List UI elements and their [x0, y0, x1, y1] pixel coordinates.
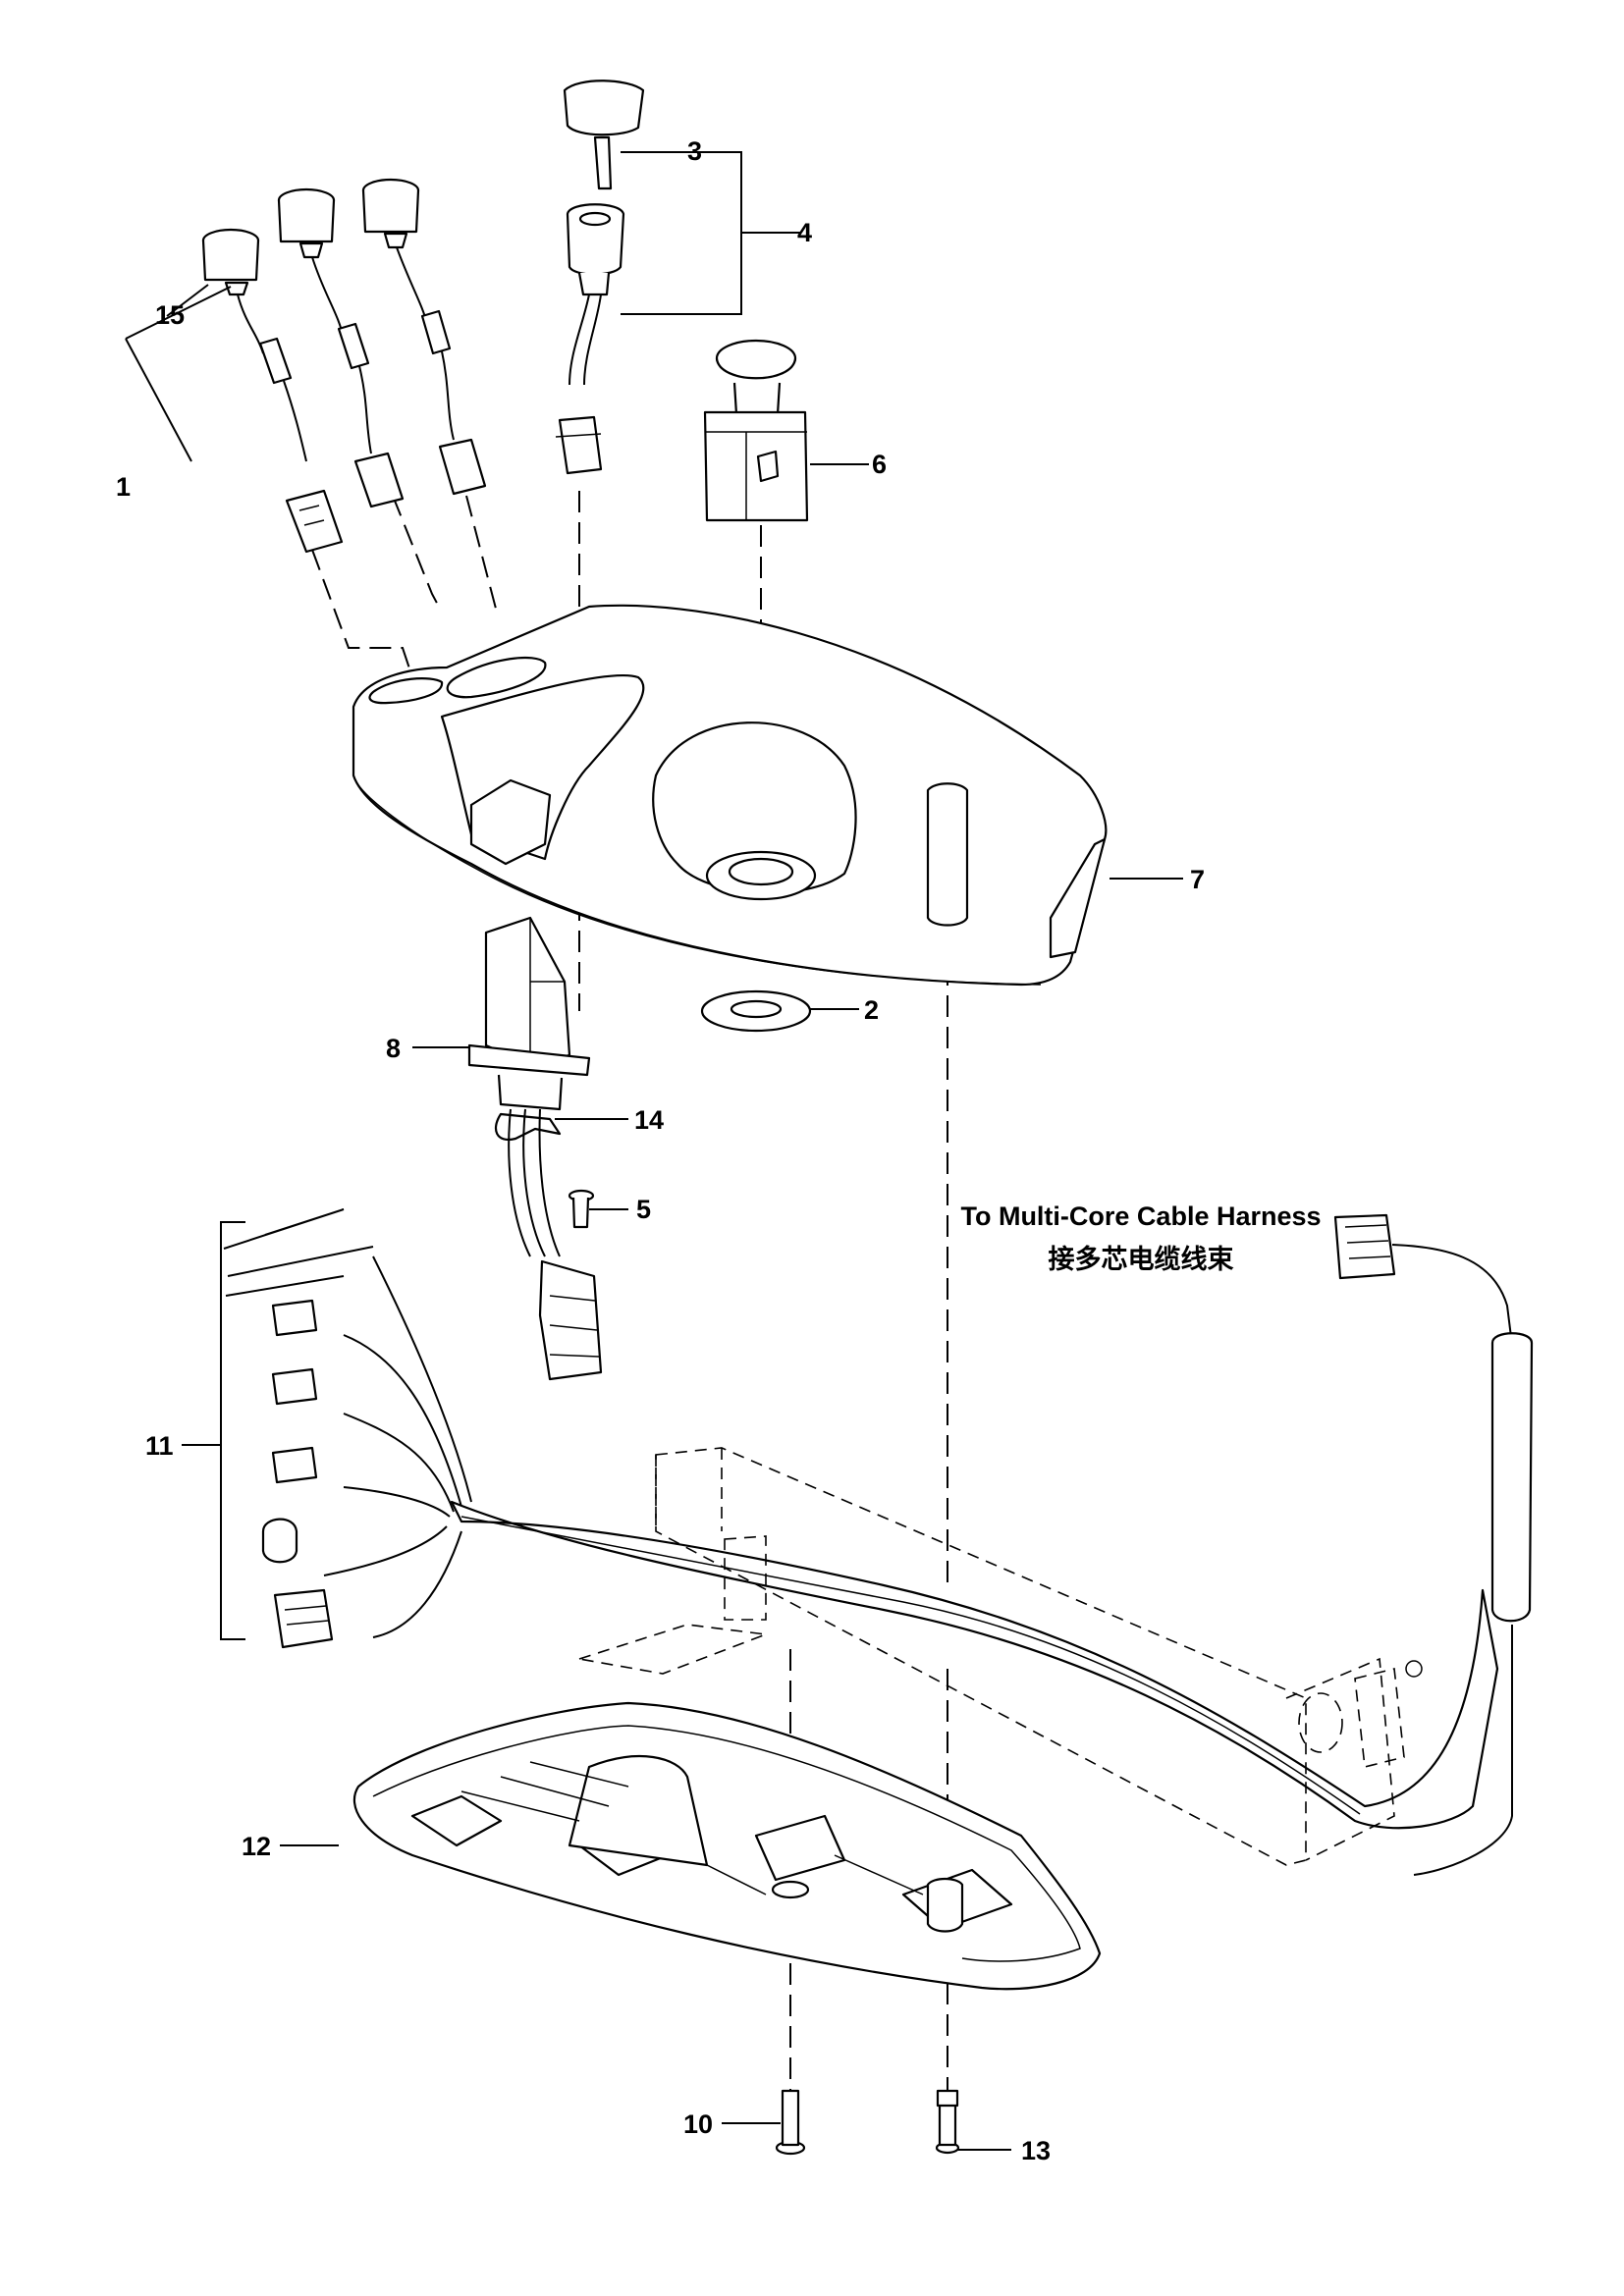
- callout-10: 10: [683, 2109, 713, 2139]
- leader-lines: [166, 151, 1183, 2151]
- callout-14: 14: [634, 1105, 664, 1135]
- stop-switch: [703, 339, 809, 522]
- wiring-loom: [220, 1208, 1499, 1830]
- callout-11: 11: [145, 1431, 174, 1461]
- harness-note-english: To Multi-Core Cable Harness: [960, 1201, 1321, 1231]
- callout-3: 3: [687, 136, 702, 166]
- screws: [775, 2089, 960, 2156]
- callout-6: 6: [872, 450, 887, 479]
- toggle-switch-assembly: [467, 916, 603, 1381]
- callout-1: 1: [116, 472, 131, 502]
- top-housing: [352, 604, 1108, 987]
- callout-13: 13: [1021, 2136, 1051, 2165]
- callout-15: 15: [155, 300, 185, 330]
- washer: [700, 989, 812, 1033]
- callout-8: 8: [386, 1034, 401, 1063]
- callout-2: 2: [864, 995, 879, 1025]
- callout-7: 7: [1190, 865, 1205, 894]
- push-switch-assembly: [125, 178, 487, 554]
- multi-core-harness: [1333, 1213, 1534, 1876]
- base-housing: [352, 1701, 1102, 1991]
- key-switch-assembly: [555, 80, 742, 475]
- mounting-arm-outline: [578, 1447, 1423, 1866]
- callout-4: 4: [797, 218, 812, 247]
- harness-note-chinese: 接多芯电缆线束: [1049, 1245, 1234, 1274]
- callout-12: 12: [242, 1832, 271, 1861]
- callout-5: 5: [636, 1195, 651, 1224]
